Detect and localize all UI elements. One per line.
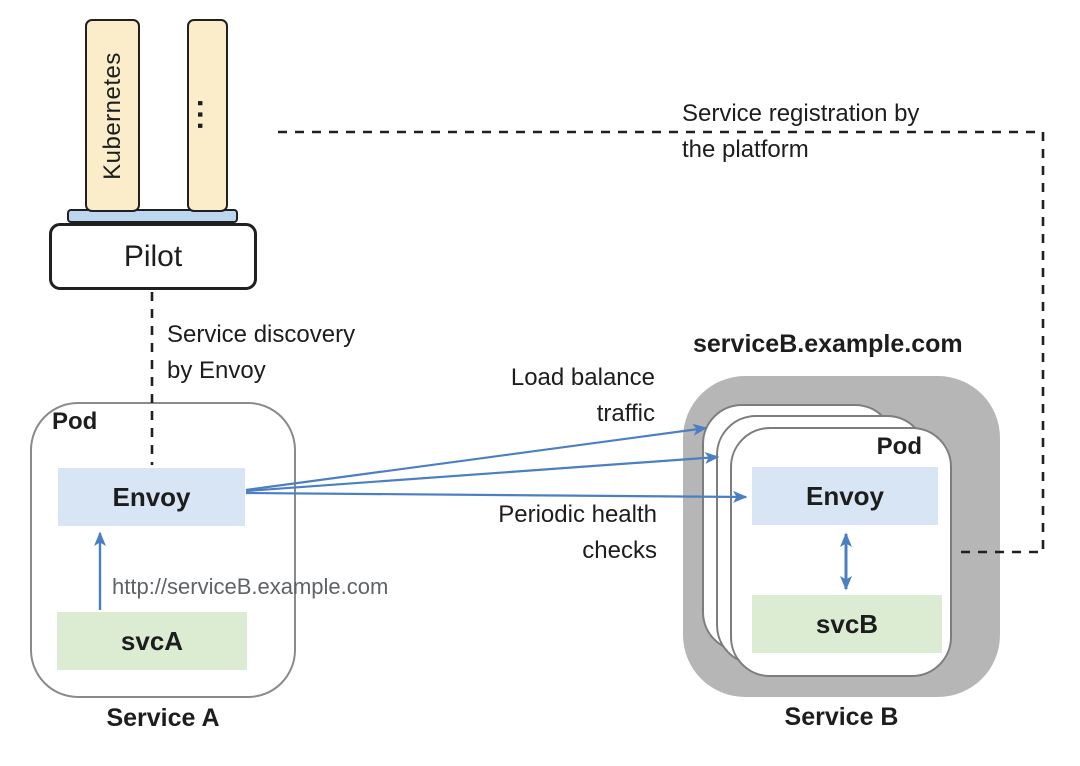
service-b-caption: Service B [784, 703, 899, 731]
load-balance-arrow-2 [245, 451, 720, 493]
discovery-note-line1: Service discovery [167, 321, 356, 348]
service-a-svc-label: svcA [120, 625, 184, 656]
platform-adapter-strip [67, 209, 238, 223]
kubernetes-adapter-bar: Kubernetes [85, 19, 140, 212]
service-b-envoy-label: Envoy [805, 480, 885, 511]
health-checks-note-line1: Periodic health [498, 501, 657, 528]
registration-note-line2: the platform [682, 136, 809, 163]
registration-note-line1: Service registration by [682, 100, 920, 127]
service-b-envoy-box: Envoy [752, 467, 938, 525]
pilot-box: Pilot [49, 223, 257, 290]
service-a-pod-label: Pod [52, 408, 98, 435]
load-balance-note: Load balance traffic [455, 360, 655, 432]
load-balance-note-line2: traffic [596, 400, 655, 427]
service-b-pod-label: Pod [876, 433, 922, 460]
service-b-svc-box: svcB [752, 595, 942, 653]
discovery-note: Service discovery by Envoy [167, 317, 355, 389]
service-a-caption: Service A [106, 704, 220, 732]
service-b-svc-label: svcB [815, 608, 879, 639]
pilot-label: Pilot [123, 239, 183, 273]
registration-note: Service registration by the platform [682, 96, 919, 168]
request-url-note: http://serviceB.example.com [112, 574, 389, 599]
service-a-envoy-box: Envoy [58, 468, 245, 526]
health-checks-note: Periodic health checks [457, 497, 657, 569]
service-b-domain-title: serviceB.example.com [693, 330, 963, 358]
health-checks-note-line2: checks [582, 537, 657, 564]
discovery-note-line2: by Envoy [167, 357, 266, 384]
service-a-envoy-label: Envoy [112, 481, 191, 512]
other-platforms-bar: ... [187, 19, 228, 212]
kubernetes-label: Kubernetes [98, 51, 126, 180]
service-a-svc-box: svcA [57, 612, 247, 670]
load-balance-arrow-1 [245, 423, 708, 492]
load-balance-note-line1: Load balance [510, 364, 655, 391]
